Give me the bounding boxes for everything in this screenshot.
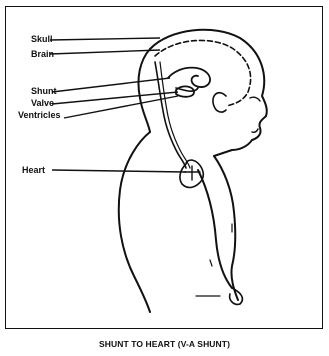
torso-back	[119, 132, 150, 312]
label-ventricles: Ventricles	[18, 110, 61, 120]
diagram-caption: SHUNT TO HEART (V-A SHUNT)	[0, 339, 329, 349]
leader-ventricles	[64, 96, 178, 118]
leader-brain	[50, 50, 160, 54]
label-valve: Valve	[31, 98, 54, 108]
ventricles-shape	[168, 68, 210, 87]
brain-outline	[155, 40, 251, 106]
arm	[198, 170, 232, 288]
neck-back	[138, 49, 150, 132]
leader-heart	[52, 170, 186, 172]
label-brain: Brain	[31, 49, 54, 59]
leader-shunt	[52, 78, 170, 92]
face-mouth	[252, 129, 258, 132]
label-skull: Skull	[31, 34, 53, 44]
face-eye	[250, 97, 260, 101]
label-shunt: Shunt	[31, 86, 57, 96]
leader-skull	[50, 38, 160, 40]
mark-a	[210, 260, 212, 266]
leader-valve	[52, 92, 178, 104]
ear	[213, 93, 226, 112]
label-heart: Heart	[22, 165, 45, 175]
